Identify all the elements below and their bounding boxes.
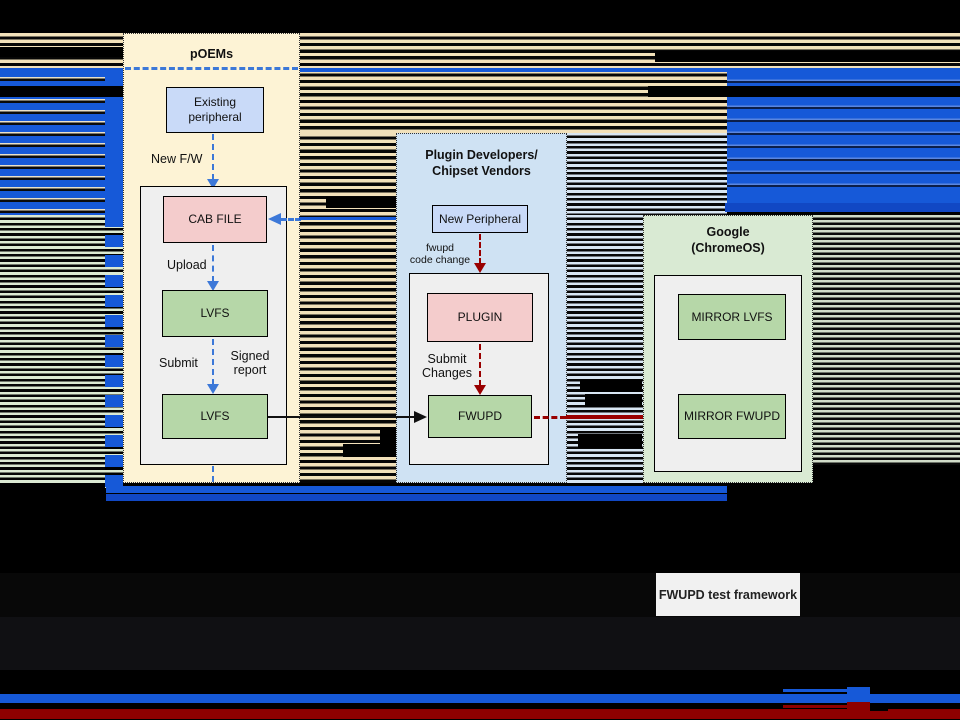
node-mirror-lvfs: MIRROR LVFS [678,294,786,340]
node-mirror-fwupd: MIRROR FWUPD [678,394,786,439]
dash-newperipheral-to-cab-left [281,217,301,221]
redaction-bar [380,427,396,444]
node-existing-peripheral: Existing peripheral [166,87,264,133]
node-lvfs-upper: LVFS [162,290,268,337]
glitch-solid-red-segment [566,415,643,419]
label-signed-report: Signed report [230,349,270,377]
label-new-fw: New F/W [151,152,203,166]
glitch-stripes-lightblue-upper [567,133,727,215]
redaction-bar [648,86,960,97]
poems-exit-dash [212,466,214,482]
label-submit: Submit [159,356,198,370]
glitch-stripes-tan-mid [300,70,727,133]
redaction-bar [343,444,396,457]
glitch-blue-bar [106,494,727,501]
glitch-blue-bar [727,193,960,200]
bottom-red-bar [0,709,960,719]
arrowhead-down-icon [474,385,486,395]
lane-plugin-title: Plugin Developers/ Chipset Vendors [425,148,538,178]
fwupd-test-framework-box: FWUPD test framework [656,573,800,616]
bottom-blue-bar [0,694,960,703]
node-new-peripheral: New Peripheral [432,205,528,233]
redaction-bar [580,379,642,392]
arrowhead-down-icon [474,263,486,273]
arrowhead-left-icon [268,212,281,225]
arrow-newperipheral-to-plugin [479,234,481,264]
arrow-cab-to-lvfs [212,245,214,282]
redaction-bar [0,47,123,57]
node-fwupd: FWUPD [428,395,532,438]
glitch-blue-bar [106,486,727,493]
bottom-blue-square [847,686,870,703]
arrowhead-down-icon [207,281,219,291]
bottom-band-gray [0,617,960,670]
arrowhead-down-icon [207,179,219,189]
arrow-plugin-to-fwupd [479,344,481,386]
dash-fwupd-to-mirror-left [534,415,566,419]
arrow-lvfs-to-lvfs [212,339,214,385]
glitch-column-alternating [105,215,123,490]
node-cab-file: CAB FILE [163,196,267,243]
label-upload: Upload [167,258,207,272]
bottom-red-tick [783,704,847,708]
arrowhead-down-icon [207,384,219,394]
arrow-lvfs-to-fwupd-line [268,415,416,419]
glitch-blue-band [0,67,960,72]
redaction-bar [655,51,960,62]
arrow-existing-to-cab [212,134,214,180]
glitch-stripes-tan-gap [300,133,396,483]
lane-google-title: Google (ChromeOS) [691,225,765,255]
redaction-bar [585,394,642,407]
glitch-blue-column [105,70,123,215]
glitch-stripes-green-right [813,215,960,465]
lane-poems-title: pOEMs [189,47,234,61]
bottom-black-notch [870,707,888,711]
bottom-band-dark [0,573,960,617]
glitch-solid-segment [299,216,396,220]
label-submit-changes: Submit Changes [421,352,473,380]
glitch-blue-bar [725,203,960,212]
node-plugin: PLUGIN [427,293,533,342]
label-fwupd-code-change: fwupd code change [409,242,471,266]
bottom-blue-tick [783,688,847,692]
redaction-bar [0,86,123,97]
glitch-stripes-green-left [0,215,105,483]
node-lvfs-lower: LVFS [162,394,268,439]
bottom-red-square [847,701,870,713]
arrowhead-right-icon [414,411,427,423]
poems-lane-dashed-line [125,66,298,70]
redaction-bar [326,197,396,208]
redaction-bar [578,434,642,448]
